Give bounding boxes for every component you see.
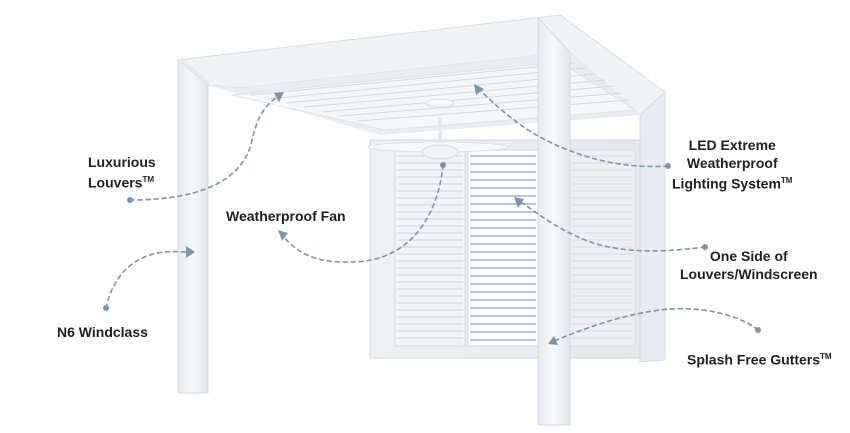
fan-arrow — [281, 164, 444, 263]
side-line2: Louvers/Windscreen — [680, 266, 818, 282]
back-post — [639, 90, 666, 363]
louvers-arrow — [129, 94, 281, 201]
weatherproof-fan-label: Weatherproof Fan — [226, 207, 346, 225]
led-line3-text: Lighting System — [672, 175, 781, 192]
gutters-arrow — [551, 307, 759, 343]
gutters-text: Splash Free Gutters — [687, 351, 821, 368]
led-lighting-label: LED Extreme Weatherproof Lighting System… — [672, 136, 792, 193]
side-arrow — [517, 199, 706, 252]
side-arrowhead — [514, 197, 524, 208]
left-post — [177, 58, 209, 394]
louvers-dot — [127, 197, 133, 203]
led-line3: Lighting SystemTM — [672, 172, 792, 193]
gutters-dot — [755, 327, 761, 333]
windclass-dot — [103, 305, 109, 311]
luxurious-louvers-label: Luxurious LouversTM — [88, 153, 156, 192]
side-dot — [702, 244, 708, 250]
windclass-arrowhead — [186, 246, 195, 258]
gutters-tm: TM — [820, 352, 832, 361]
ceiling-fan — [367, 98, 509, 160]
louvers-line2-text: Louvers — [88, 174, 143, 191]
windclass-arrow — [105, 250, 191, 309]
led-tm: TM — [780, 176, 793, 185]
louvers-tm: TM — [142, 175, 155, 184]
splash-free-gutters-label: Splash Free GuttersTM — [687, 348, 832, 369]
pergola-roof — [176, 14, 666, 135]
fan-dot — [440, 162, 446, 168]
gutters-arrowhead — [548, 336, 558, 345]
louvers-arrowhead — [274, 92, 284, 102]
louver-screen — [369, 139, 641, 359]
led-dot — [665, 163, 671, 169]
led-line2: Weatherproof — [686, 155, 778, 171]
front-post — [537, 16, 571, 426]
fan-text: Weatherproof Fan — [226, 208, 346, 224]
one-side-louvers-label: One Side of Louvers/Windscreen — [680, 247, 818, 283]
louvers-line1: Luxurious — [88, 154, 156, 170]
fan-arrowhead — [278, 230, 288, 241]
louvers-line2: LouversTM — [88, 171, 156, 192]
led-line1: LED Extreme — [688, 137, 776, 153]
windclass-text: N6 Windclass — [57, 324, 148, 340]
led-arrowhead — [474, 84, 484, 95]
side-line1: One Side of — [709, 248, 788, 264]
led-arrow — [477, 87, 669, 168]
n6-windclass-label: N6 Windclass — [57, 323, 148, 341]
